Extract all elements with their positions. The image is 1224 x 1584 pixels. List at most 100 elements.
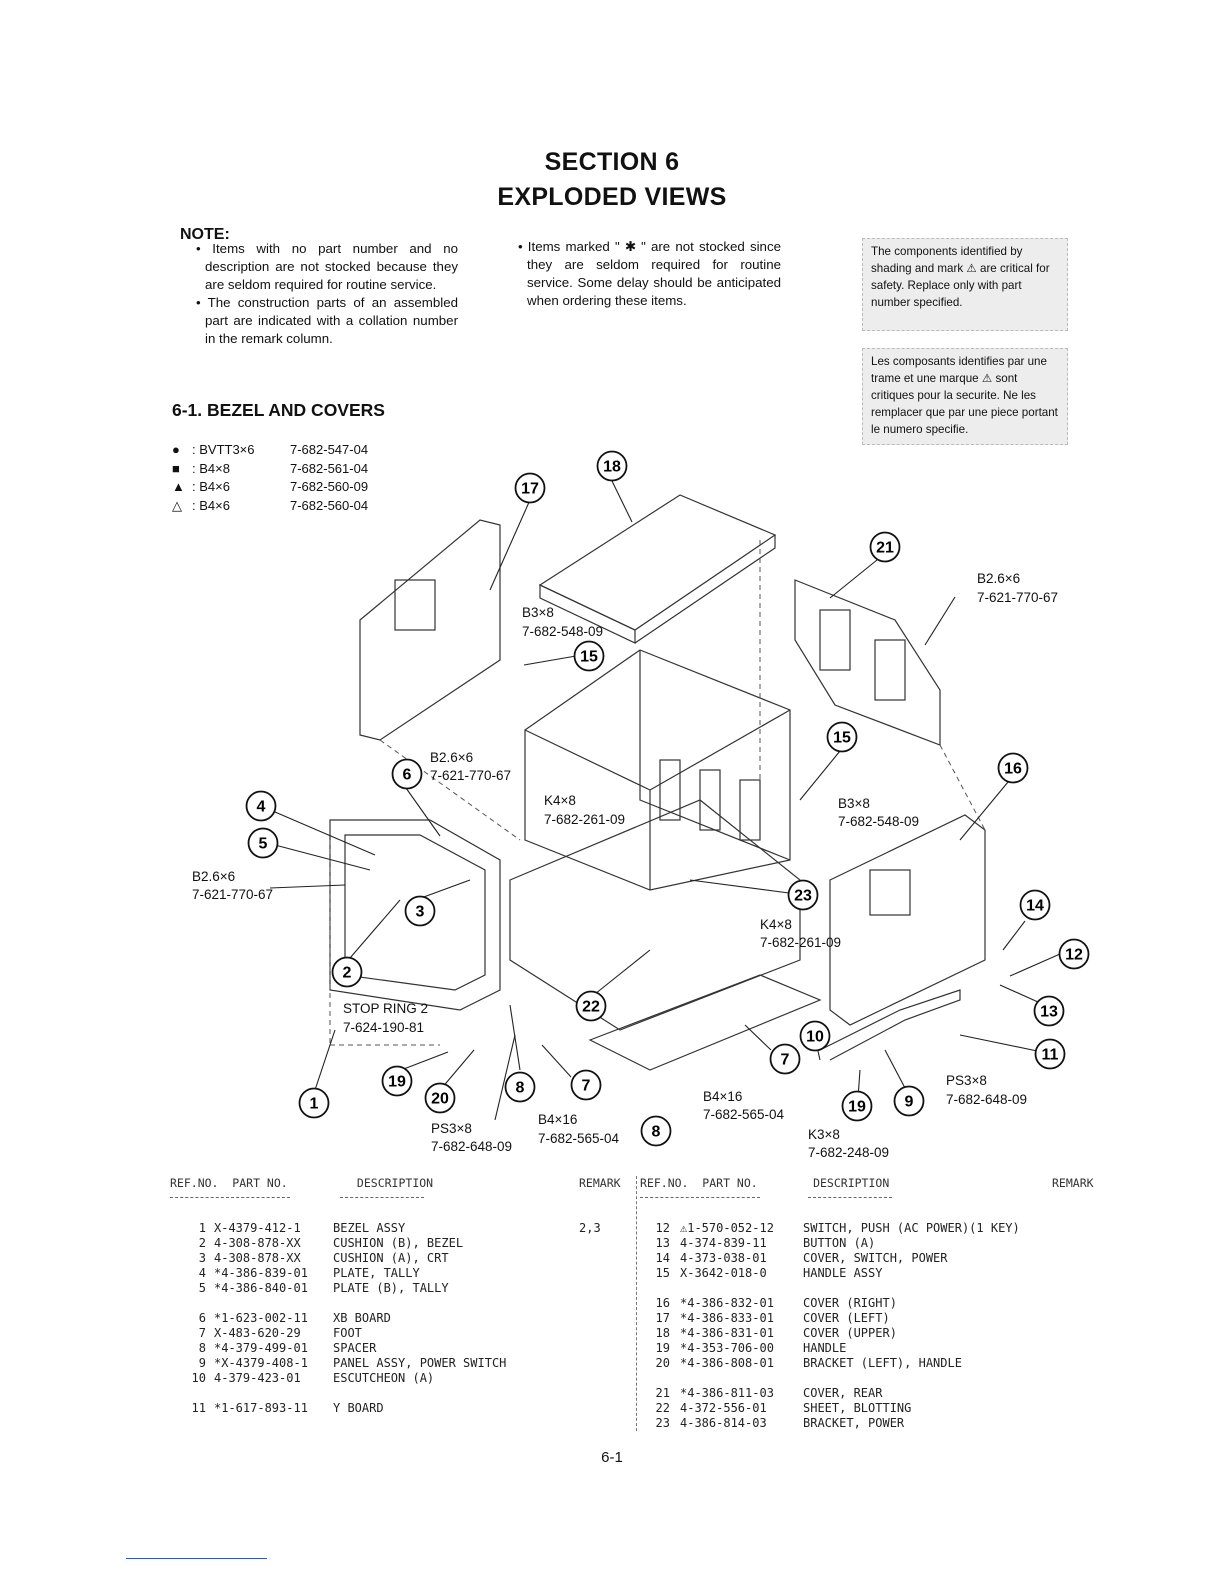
callout-circle — [826, 721, 858, 753]
part-ref-number: 13 — [655, 1236, 670, 1250]
part-description: COVER, SWITCH, POWER — [803, 1251, 948, 1265]
callout-circle — [1034, 1038, 1066, 1070]
part-ref-number: 6 — [198, 1311, 206, 1325]
column-divider — [636, 1176, 637, 1431]
part-number: ⚠1-570-052-12 — [680, 1221, 774, 1235]
part-number: X-4379-412-1 — [214, 1221, 301, 1235]
exploded-view-diagram: 1718211515166453223141213112210771919208… — [192, 450, 1090, 1160]
part-description: SHEET, BLOTTING — [803, 1401, 912, 1415]
bottom-tray — [509, 799, 801, 1031]
callout-7: 7 — [570, 1069, 602, 1101]
callout-circle — [573, 640, 605, 672]
left-cover-window — [394, 579, 436, 631]
part-ref-number: 19 — [655, 1341, 670, 1355]
callout-number: 15 — [580, 649, 598, 666]
part-number: 4-308-878-XX — [214, 1251, 301, 1265]
callout-12: 12 — [1058, 938, 1090, 970]
bottom-rail — [588, 974, 822, 1071]
note-heading: NOTE: — [180, 226, 230, 243]
callout-number: 4 — [257, 799, 266, 816]
part-ref-number: 17 — [655, 1311, 670, 1325]
callout-circle — [869, 531, 901, 563]
diagram-label: B2.6×6 — [977, 571, 1020, 586]
section-heading: 6-1. BEZEL AND COVERS — [172, 400, 385, 420]
callout-circle — [997, 752, 1029, 784]
diagram-label: PS3×8 — [946, 1073, 987, 1088]
callout-circle — [575, 990, 607, 1022]
diagram-label: B4×16 — [538, 1112, 577, 1127]
note-item: • The construction parts of an assembled… — [196, 295, 458, 346]
callout-circle — [787, 879, 819, 911]
diagram-label: K4×8 — [760, 917, 792, 932]
callout-circle — [514, 472, 546, 504]
screw-part-number: 7-682-560-09 — [290, 479, 369, 494]
solid-square-icon: ■ — [172, 460, 180, 476]
callout-15: 15 — [573, 640, 605, 672]
diagram-label: 7-682-565-04 — [703, 1107, 785, 1122]
line-art — [269, 480, 1061, 1121]
part-number: X-483-620-29 — [214, 1326, 301, 1340]
callout-2: 2 — [331, 956, 363, 988]
callout-14: 14 — [1019, 889, 1051, 921]
chassis-body — [524, 649, 791, 891]
part-description: PANEL ASSY, POWER SWITCH — [333, 1356, 507, 1370]
safety-note-english: The components identified by shading and… — [862, 238, 1068, 331]
diagram-label: 7-682-648-09 — [946, 1092, 1027, 1107]
callout-3: 3 — [404, 895, 436, 927]
callout-number: 19 — [388, 1074, 406, 1091]
callout-15: 15 — [826, 721, 858, 753]
table-header-right-remark: REMARK — [1052, 1176, 1094, 1190]
callout-circle — [298, 1087, 330, 1119]
page-number: 6-1 — [601, 1449, 623, 1466]
callout-16: 16 — [997, 752, 1029, 784]
diagram-label: 7-624-190-81 — [343, 1020, 424, 1035]
rear-cover-shape — [794, 579, 941, 746]
callout-number: 8 — [516, 1080, 525, 1097]
part-description: Y BOARD — [333, 1401, 384, 1415]
callout-number: 23 — [794, 888, 812, 905]
diagram-label: 7-621-770-67 — [192, 887, 273, 902]
callout-circle — [381, 1065, 413, 1097]
label-group: B2.6×67-621-770-67B3×87-682-548-09B2.6×6… — [192, 571, 1058, 1160]
part-ref-number: 15 — [655, 1266, 670, 1280]
part-description: PLATE, TALLY — [333, 1266, 420, 1280]
callout-19: 19 — [381, 1065, 413, 1097]
callout-number: 1 — [310, 1096, 319, 1113]
callout-13: 13 — [1033, 995, 1065, 1027]
part-ref-number: 3 — [198, 1251, 206, 1265]
part-number: *4-379-499-01 — [214, 1341, 308, 1355]
header-underline — [808, 1197, 892, 1198]
part-number: X-3642-018-0 — [680, 1266, 767, 1280]
part-description: FOOT — [333, 1326, 362, 1340]
part-ref-number: 7 — [198, 1326, 206, 1340]
note-middle: • Items marked " ✱ " are not stocked sin… — [518, 238, 781, 310]
part-description: COVER (RIGHT) — [803, 1296, 897, 1310]
open-triangle-icon: △ — [172, 497, 182, 513]
callout-number: 10 — [806, 1029, 824, 1046]
diagram-label: B3×8 — [522, 605, 554, 620]
solid-triangle-icon: ▲ — [172, 479, 185, 494]
callout-number: 14 — [1026, 898, 1044, 915]
callout-circle — [596, 450, 628, 482]
callout-1: 1 — [298, 1087, 330, 1119]
header-underline — [170, 1197, 290, 1198]
table-header-left-remark: REMARK — [579, 1176, 621, 1190]
screw-name: : BVTT3×6 — [192, 442, 255, 457]
part-description: CUSHION (B), BEZEL — [333, 1236, 464, 1250]
footer-rule — [126, 1558, 267, 1559]
callout-8: 8 — [640, 1115, 672, 1147]
diagram-label: 7-621-770-67 — [977, 590, 1058, 605]
table-header-left: REF.NO. PART NO. DESCRIPTION — [170, 1176, 434, 1190]
callout-circle — [391, 758, 423, 790]
callout-circle — [893, 1085, 925, 1117]
part-description: BRACKET (LEFT), HANDLE — [803, 1356, 962, 1370]
callout-11: 11 — [1034, 1038, 1066, 1070]
callout-number: 5 — [259, 836, 268, 853]
part-ref-number: 14 — [655, 1251, 670, 1265]
callout-number: 2 — [343, 965, 352, 982]
screw-name: : B4×6 — [192, 479, 230, 494]
callout-group: 1718211515166453223141213112210771919208… — [245, 450, 1090, 1147]
diagram-label: 7-682-548-09 — [838, 814, 919, 829]
part-ref-number: 2 — [198, 1236, 206, 1250]
